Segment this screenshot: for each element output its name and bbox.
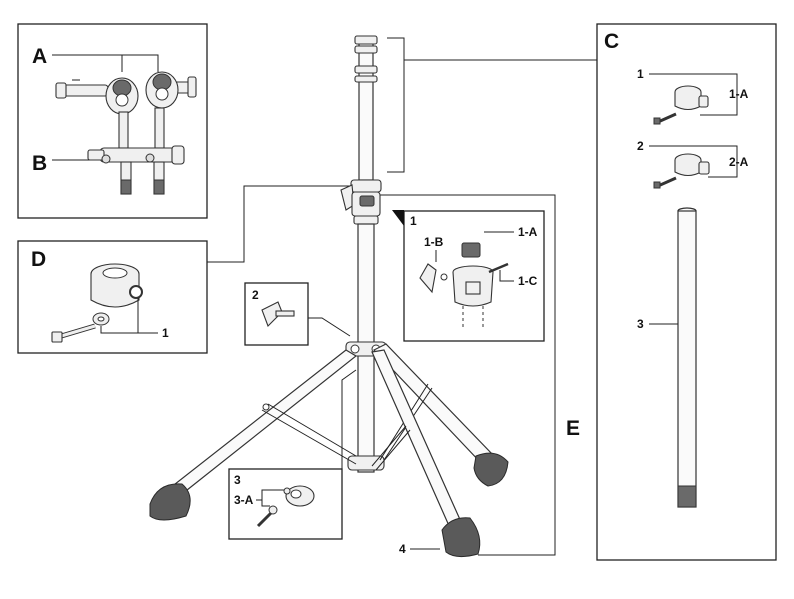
bracket-c <box>387 37 405 173</box>
height-clamp-icon <box>419 242 509 330</box>
memory-clamp-icon <box>51 263 143 343</box>
panel-e-pointer <box>392 210 404 226</box>
panel-c: C 1 1-A 2 2-A 3 <box>387 23 777 561</box>
label-a: A <box>32 45 47 68</box>
callout-3-frame <box>228 468 343 540</box>
label-e-1a: 1-A <box>518 225 538 239</box>
label-c: C <box>604 30 619 53</box>
wing-bolt-icon <box>261 301 295 327</box>
label-d: D <box>31 248 46 271</box>
label-3a: 3-A <box>234 493 254 507</box>
leader-3-to-stand <box>341 369 357 478</box>
label-3: 3 <box>234 473 241 487</box>
leader-2 <box>308 317 351 337</box>
callout-2: 2 <box>244 282 351 346</box>
bracket-e <box>378 194 556 556</box>
label-c-1: 1 <box>637 67 644 81</box>
label-c-2a: 2-A <box>729 155 749 169</box>
label-4: 4 <box>399 542 406 556</box>
label-c-2: 2 <box>637 139 644 153</box>
stand-illustration <box>149 35 509 558</box>
tom-holder-icon <box>55 71 197 195</box>
panel-e: 1 1-A 1-B 1-C E 4 <box>378 194 580 556</box>
leg-right <box>373 343 495 465</box>
label-e-1: 1 <box>410 214 417 228</box>
panel-ab: A B <box>17 23 208 219</box>
label-d-1: 1 <box>162 326 169 340</box>
foot-right <box>473 452 509 487</box>
leader-e1c <box>499 270 514 282</box>
label-c-3: 3 <box>637 317 644 331</box>
brace-left <box>261 409 357 465</box>
label-e-1c: 1-C <box>518 274 538 288</box>
leader-d1b <box>137 298 158 334</box>
leader-c1 <box>649 73 738 116</box>
leader-a2 <box>122 54 159 72</box>
clamp-2-icon <box>653 153 710 189</box>
callout-3: 3 3-A <box>228 369 357 540</box>
leg-clamp-icon <box>256 485 315 528</box>
pipe-icon <box>677 207 697 508</box>
foot-left <box>149 483 191 521</box>
upper-tube <box>358 39 374 181</box>
leader-d1a <box>100 326 138 334</box>
clamp-1-icon <box>653 85 709 125</box>
leader-3a2 <box>261 500 270 507</box>
leader-d-to-stand <box>207 185 354 263</box>
panel-ab-frame <box>17 23 208 219</box>
panel-d: D 1 <box>17 185 354 354</box>
label-e: E <box>566 417 580 440</box>
leader-3a1 <box>256 489 290 501</box>
label-e-1b: 1-B <box>424 235 444 249</box>
label-2: 2 <box>252 288 259 302</box>
label-b: B <box>32 152 47 175</box>
leader-c2 <box>649 145 738 178</box>
height-clamp <box>350 179 382 193</box>
foot-front <box>441 517 481 558</box>
label-c-1a: 1-A <box>729 87 749 101</box>
